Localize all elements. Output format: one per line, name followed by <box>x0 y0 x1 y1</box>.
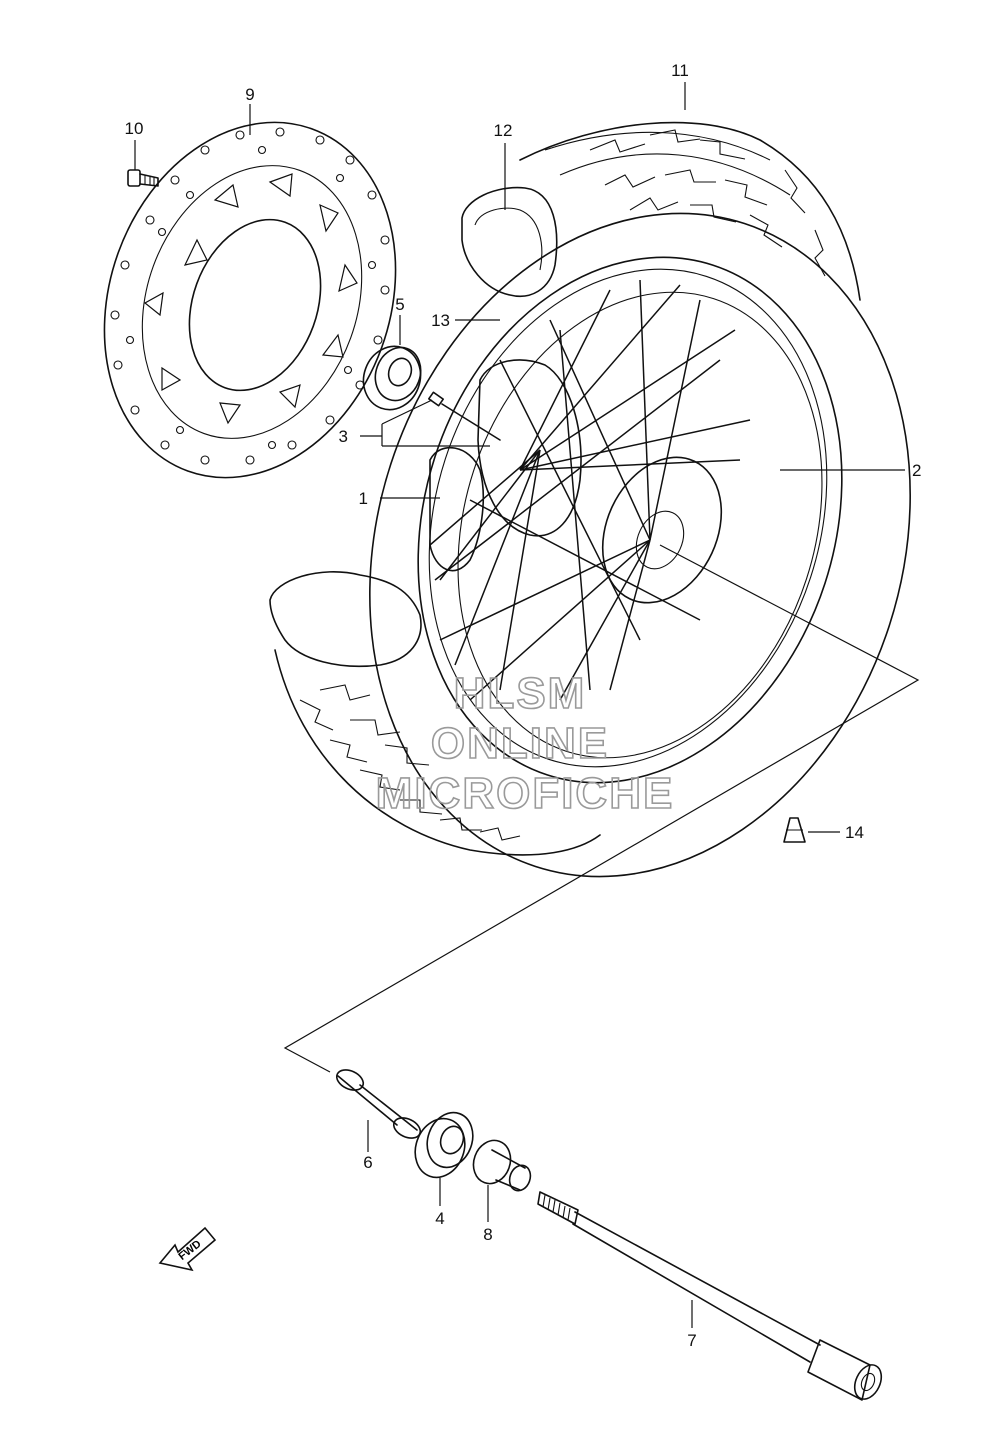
leader-lines <box>134 82 905 1328</box>
wheel-rim <box>417 256 843 784</box>
callout-3: 3 <box>339 427 348 446</box>
spokes <box>429 279 751 701</box>
callout-10: 10 <box>125 119 144 138</box>
fwd-arrow-icon: FWD <box>158 1226 217 1272</box>
callout-13: 13 <box>431 311 450 330</box>
tire <box>269 121 911 878</box>
assembly-lines <box>283 544 920 1073</box>
watermark-line-2: ONLINE <box>431 719 609 768</box>
callouts: 1 2 3 4 5 6 7 8 9 10 11 12 13 14 <box>125 61 922 1350</box>
disc-bolt <box>127 169 159 187</box>
valve-cap <box>783 817 806 843</box>
disc-cutouts <box>143 173 358 425</box>
callout-9: 9 <box>245 85 254 104</box>
callout-4: 4 <box>435 1209 444 1228</box>
watermark-line-3: MICROFICHE <box>376 769 675 818</box>
callout-2: 2 <box>912 461 921 480</box>
callout-6: 6 <box>363 1153 372 1172</box>
disc-holes <box>110 127 390 465</box>
callout-12: 12 <box>494 121 513 140</box>
callout-1: 1 <box>359 489 368 508</box>
watermark-line-1: HLSM <box>454 669 587 718</box>
collar <box>472 1139 532 1192</box>
callout-11: 11 <box>671 61 689 80</box>
callout-8: 8 <box>483 1225 492 1244</box>
watermark: HLSM ONLINE MICROFICHE <box>375 668 675 819</box>
spacer <box>335 1069 422 1139</box>
axle <box>537 1191 883 1401</box>
callout-7: 7 <box>687 1331 696 1350</box>
callout-5: 5 <box>395 295 404 314</box>
spoke-set <box>427 391 501 441</box>
bearing-lower <box>414 1111 474 1179</box>
callout-14: 14 <box>845 823 864 842</box>
bearing-upper <box>362 345 422 411</box>
hub <box>429 359 723 604</box>
brake-disc <box>103 121 397 479</box>
